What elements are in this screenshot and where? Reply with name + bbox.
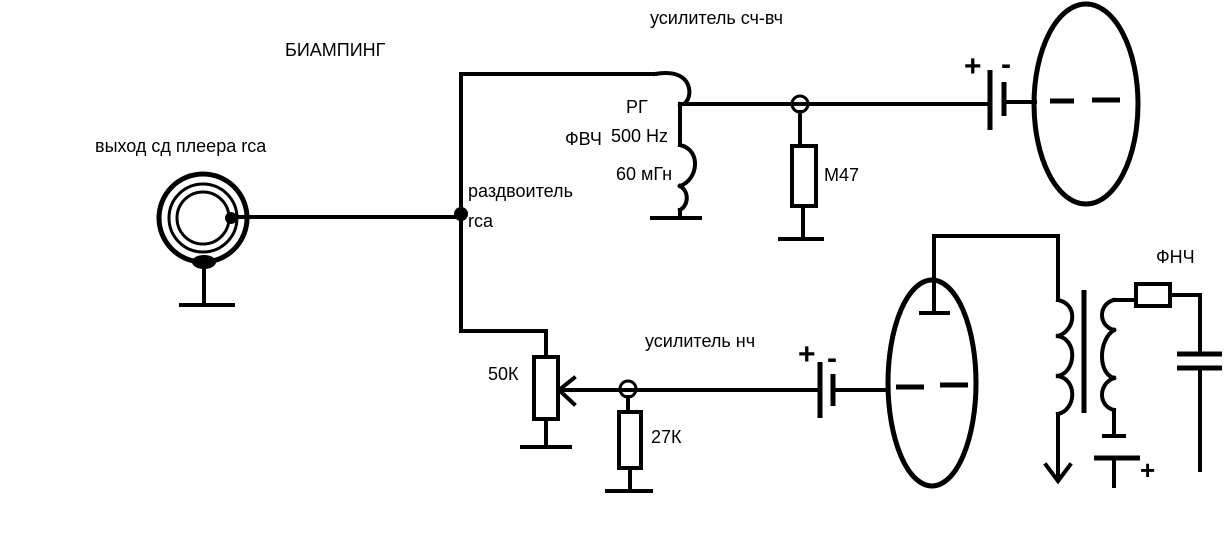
- hf-amp-capacitor: + -: [964, 48, 1037, 130]
- lpf-resistor: [1134, 282, 1202, 308]
- lpf-primary-coil: [1043, 290, 1087, 485]
- lpf-label: ФНЧ: [1156, 247, 1195, 267]
- lpf-capacitor: [1177, 293, 1222, 472]
- lpf-plus: +: [1140, 455, 1155, 485]
- pot-label: 50К: [488, 364, 519, 384]
- hf-tube: [1031, 1, 1141, 207]
- splitter-label: раздвоитель: [468, 181, 573, 201]
- hf-minus: -: [1001, 48, 1011, 81]
- lf-amp-label: усилитель нч: [645, 331, 755, 351]
- hpf-inductor: [650, 70, 702, 220]
- lpf-secondary-coil: +: [1094, 297, 1155, 488]
- inductance-label: 60 мГн: [616, 164, 672, 184]
- lf-tube: [885, 234, 1060, 489]
- lf-plus: +: [798, 338, 816, 371]
- freq-label: 500 Hz: [611, 126, 668, 146]
- lf-amp-capacitor: + -: [798, 338, 888, 418]
- hf-plus: +: [964, 50, 982, 83]
- diagram-title: БИАМПИНГ: [285, 40, 386, 60]
- splitter-label-rca: rca: [468, 211, 494, 231]
- lf-minus: -: [827, 342, 837, 375]
- potentiometer-50k: [520, 329, 577, 449]
- resistor-lf-label: 27К: [651, 427, 682, 447]
- hf-amp-label: усилитель сч-вч: [650, 8, 783, 28]
- resistor-hf: [778, 110, 824, 241]
- resistor-lf: [605, 395, 653, 493]
- hpf-label: ФВЧ: [565, 129, 602, 149]
- rg-label: РГ: [626, 97, 648, 117]
- source-label: выход сд плеера rca: [95, 136, 267, 156]
- resistor-hf-label: М47: [824, 165, 859, 185]
- rca-jack: [156, 171, 250, 307]
